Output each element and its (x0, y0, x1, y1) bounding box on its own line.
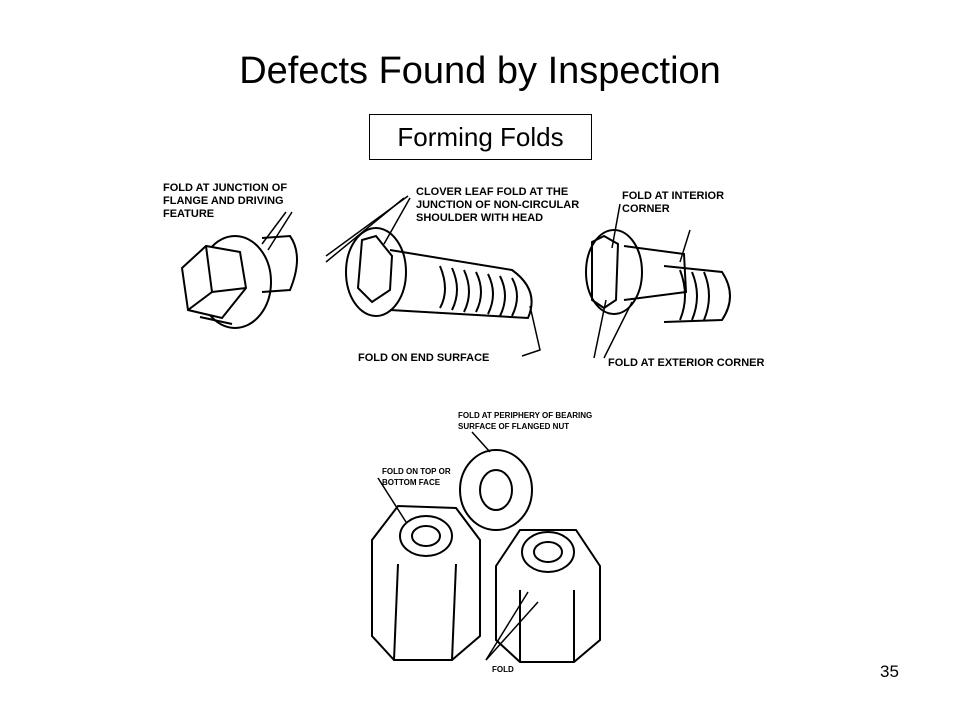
label-clover-leaf-fold: CLOVER LEAF FOLD AT THE JUNCTION OF NON-… (416, 186, 580, 224)
label-exterior-corner-fold: FOLD AT EXTERIOR CORNER (608, 357, 765, 369)
label-interior-corner-fold: FOLD AT INTERIOR CORNER (622, 190, 725, 215)
slide-title: Defects Found by Inspection (239, 50, 721, 92)
label-periphery-fold: FOLD AT PERIPHERY OF BEARING SURFACE OF … (458, 411, 593, 431)
page-number: 35 (880, 662, 899, 681)
threaded-bolt-drawing (325, 195, 541, 357)
label-flange-fold: FOLD AT JUNCTION OF FLANGE AND DRIVING F… (163, 182, 288, 220)
slide-subtitle: Forming Folds (369, 114, 592, 160)
shouldered-bolt-drawing (585, 203, 731, 359)
label-fold: FOLD (492, 665, 514, 674)
label-end-surface-fold: FOLD ON END SURFACE (358, 352, 490, 364)
nut-drawings (371, 431, 601, 663)
flanged-head-bolt-drawing (180, 211, 298, 329)
label-top-face-fold: FOLD ON TOP OR BOTTOM FACE (382, 467, 451, 487)
